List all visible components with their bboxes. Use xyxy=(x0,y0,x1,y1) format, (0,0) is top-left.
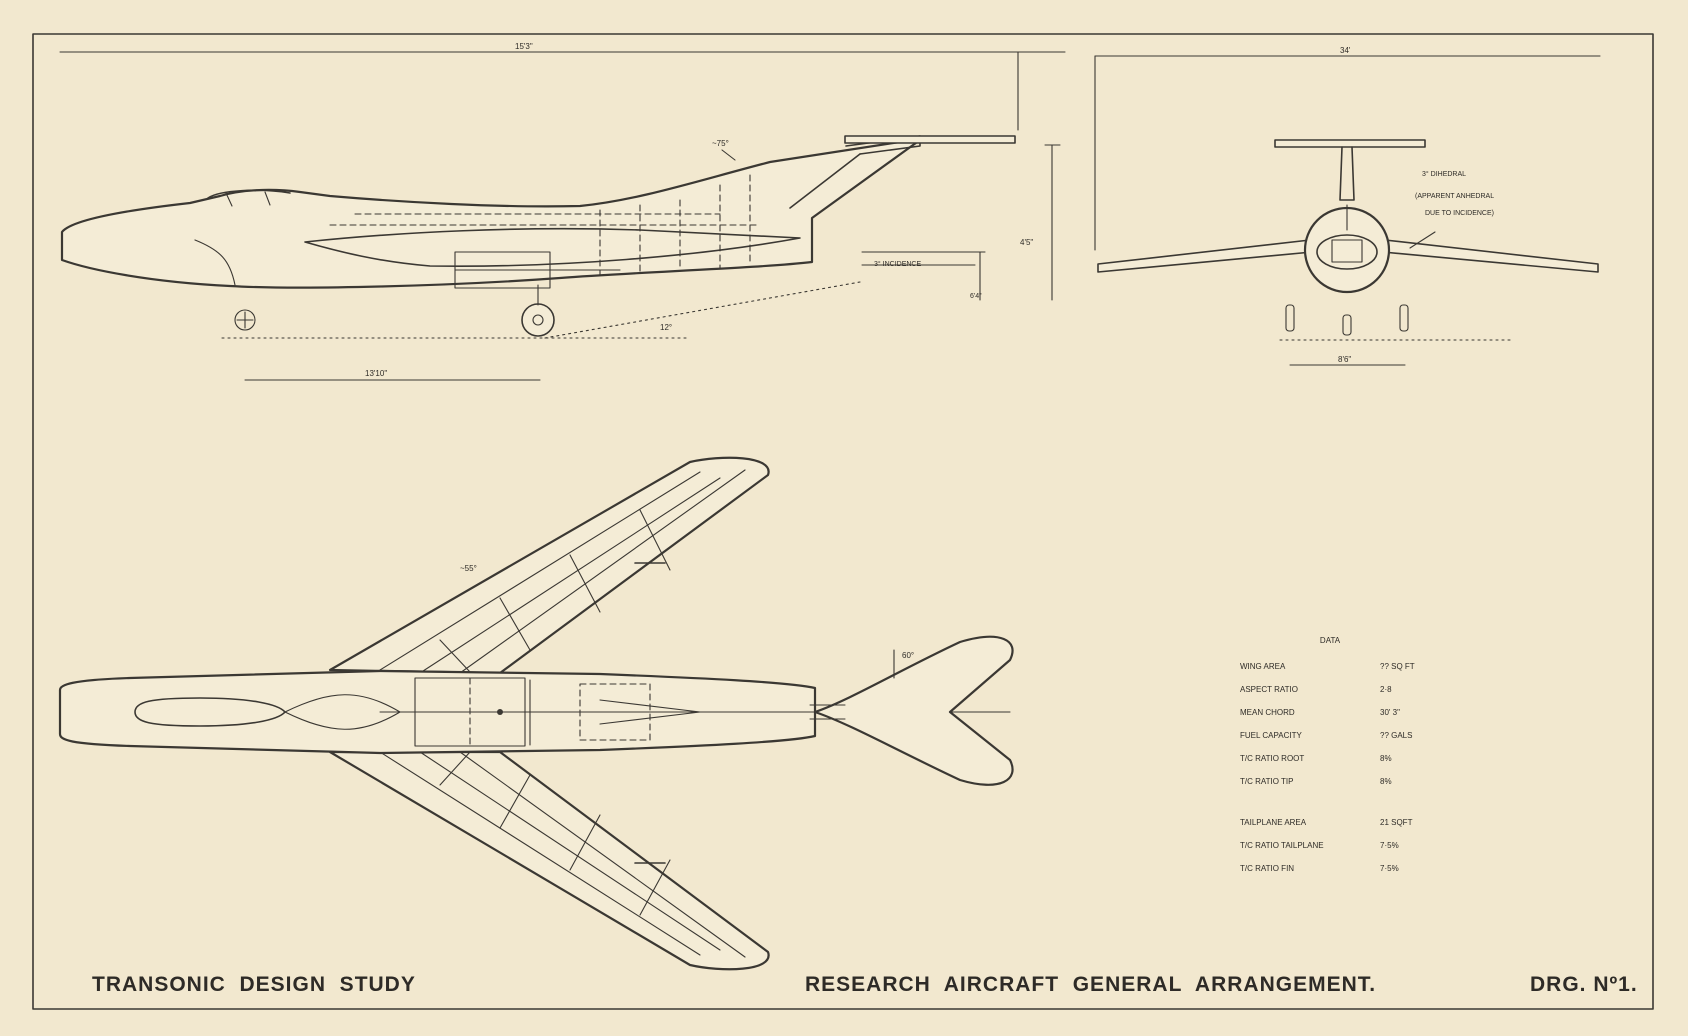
data-table-row-label: T/C RATIO ROOT xyxy=(1240,754,1305,763)
fin-sweep-label: ~75° xyxy=(712,139,729,148)
incidence-label: 3° INCIDENCE xyxy=(874,260,921,268)
front-view: 34' 3° DIHEDRAL (APPARENT ANHEDRAL DUE T… xyxy=(1094,46,1601,366)
side-wing xyxy=(304,227,801,267)
data-table-row: T/C RATIO TAILPLANE 7·5% xyxy=(1240,834,1480,857)
height-label: 4'5" xyxy=(1020,238,1033,247)
data-table-row-label: TAILPLANE AREA xyxy=(1240,818,1307,827)
data-table-row-label: ASPECT RATIO xyxy=(1240,685,1298,694)
data-table-row-value: 30' 3" xyxy=(1380,708,1400,717)
title-right: DRG. Nº1. xyxy=(1530,973,1638,996)
data-table-row-label: WING AREA xyxy=(1240,662,1286,671)
data-table-row: ASPECT RATIO 2·8 xyxy=(1240,678,1480,701)
data-table-heading: DATA xyxy=(1319,636,1341,645)
side-main-wheel xyxy=(521,303,555,337)
overall-length-label: 15'3" xyxy=(515,42,533,51)
data-table-row-value: 8% xyxy=(1380,754,1392,763)
title-left: TRANSONIC DESIGN STUDY xyxy=(92,973,416,996)
dihedral-note-2: DUE TO INCIDENCE) xyxy=(1425,210,1494,217)
data-table-row-value: ?? GALS xyxy=(1380,731,1413,740)
span-label: 34' xyxy=(1340,46,1351,55)
sheet-border xyxy=(32,33,1654,1010)
data-table-row: T/C RATIO ROOT 8% xyxy=(1240,747,1480,770)
wheel-dim-label: 6'4" xyxy=(970,293,982,300)
data-table-row-value: 2·8 xyxy=(1380,685,1392,694)
data-table-row-label: FUEL CAPACITY xyxy=(1240,731,1302,740)
title-center: RESEARCH AIRCRAFT GENERAL ARRANGEMENT. xyxy=(805,973,1376,996)
wheelbase-label: 13'10" xyxy=(365,369,387,378)
dihedral-label: 3° DIHEDRAL xyxy=(1422,170,1466,178)
side-nose-wheel xyxy=(234,309,256,331)
plan-wing-lower xyxy=(328,750,770,971)
ground-angle-label: 12° xyxy=(660,323,672,332)
data-table-row-label: T/C RATIO TAILPLANE xyxy=(1240,841,1324,850)
dihedral-note-1: (APPARENT ANHEDRAL xyxy=(1415,193,1494,200)
data-table-row-label: MEAN CHORD xyxy=(1240,708,1295,717)
data-table-row: TAILPLANE AREA 21 SQFT xyxy=(1240,811,1480,834)
track-label: 8'6" xyxy=(1338,355,1351,364)
data-table-row: MEAN CHORD 30' 3" xyxy=(1240,701,1480,724)
data-table-row-value: 8% xyxy=(1380,777,1392,786)
data-table-row-value: 7·5% xyxy=(1380,864,1399,873)
data-table-row-label: T/C RATIO FIN xyxy=(1240,864,1295,873)
data-table-row-label: T/C RATIO TIP xyxy=(1240,777,1294,786)
side-view: 15'3" 12° xyxy=(59,42,1066,381)
data-table-row-value: 7·5% xyxy=(1380,841,1399,850)
data-table-row: WING AREA ?? SQ FT xyxy=(1240,655,1480,678)
plan-tailplane xyxy=(813,635,1014,786)
data-table-tail-rows: TAILPLANE AREA 21 SQFT T/C RATIO TAILPLANE… xyxy=(1240,811,1480,880)
data-table-row-value: ?? SQ FT xyxy=(1380,662,1415,671)
front-tailplane xyxy=(1274,139,1426,148)
plan-view: ~55° 60° xyxy=(58,456,1014,971)
data-table-row: T/C RATIO FIN 7·5% xyxy=(1240,857,1480,880)
front-wings xyxy=(1097,239,1313,273)
side-canopy xyxy=(207,189,291,199)
data-table-row-value: 21 SQFT xyxy=(1380,818,1413,827)
tail-sweep-label: 60° xyxy=(902,651,914,660)
wing-sweep-label: ~55° xyxy=(460,564,477,573)
data-table-row: FUEL CAPACITY ?? GALS xyxy=(1240,724,1480,747)
data-table-row: T/C RATIO TIP 8% xyxy=(1240,770,1480,793)
